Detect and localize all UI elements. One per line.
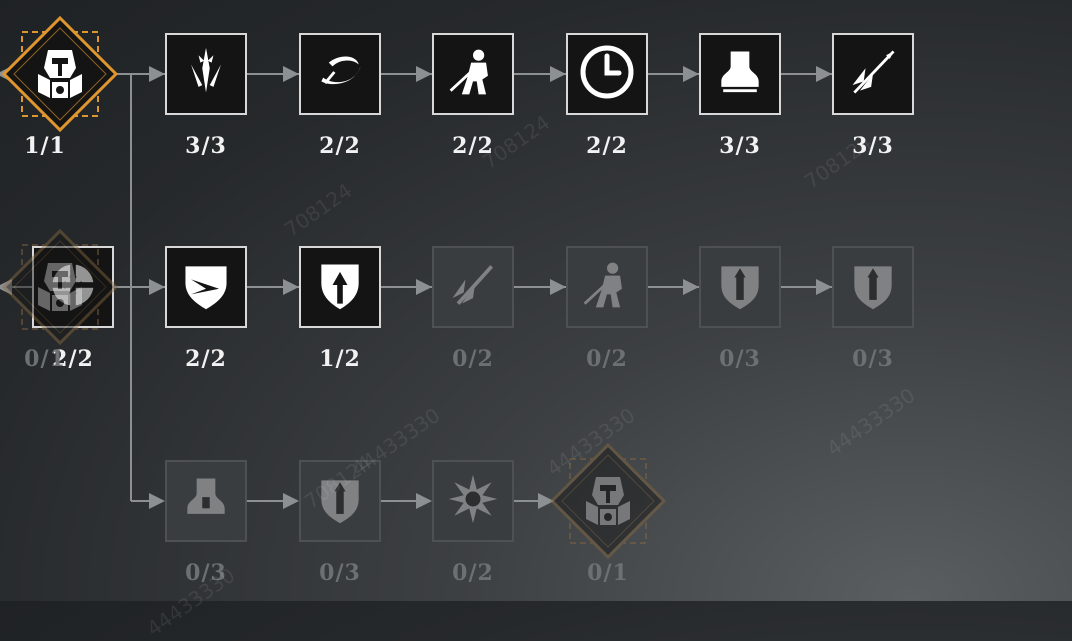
shield-tower-icon xyxy=(712,257,768,317)
skill-node[interactable] xyxy=(165,460,247,542)
shield-arrow-icon xyxy=(312,257,368,317)
rank-label: 1/2 xyxy=(319,346,361,372)
capstone-node[interactable] xyxy=(548,441,668,561)
skill-tree: 2/2 3/3 2/2 2/2 2/2 3/3 3/3 1/1 2/2 1/2 0/2 0/2 0/3… xyxy=(0,14,920,586)
skill-node[interactable] xyxy=(699,33,781,115)
rank-label: 2/2 xyxy=(319,133,361,159)
rank-label: 3/3 xyxy=(719,133,761,159)
watermark: 708124 xyxy=(280,178,357,242)
rank-label: 3/3 xyxy=(185,133,227,159)
rank-label: 2/2 xyxy=(185,346,227,372)
triple-blade-icon xyxy=(178,44,234,104)
rank-label: 0/2 xyxy=(452,346,494,372)
rank-label: 0/1 xyxy=(587,560,629,586)
skill-node[interactable] xyxy=(432,460,514,542)
crescent-slash-icon xyxy=(312,44,368,104)
skill-node[interactable] xyxy=(299,33,381,115)
rank-label: 1/1 xyxy=(24,133,66,159)
skill-node[interactable] xyxy=(299,246,381,328)
rank-label: 0/2 xyxy=(586,346,628,372)
blade-volley-icon xyxy=(445,257,501,317)
skill-node[interactable] xyxy=(432,246,514,328)
skill-node[interactable] xyxy=(32,246,114,328)
rank-label: 0/3 xyxy=(852,346,894,372)
bell-icon xyxy=(712,44,768,104)
bell-lock-icon xyxy=(178,471,234,531)
capstone-node[interactable] xyxy=(0,14,120,134)
skill-node[interactable] xyxy=(832,246,914,328)
capstone-node[interactable] xyxy=(0,227,120,347)
armored-knight-icon xyxy=(30,257,90,321)
skill-node[interactable] xyxy=(832,33,914,115)
rank-label: 0/3 xyxy=(185,560,227,586)
skill-node[interactable] xyxy=(299,460,381,542)
rank-label: 0/1 xyxy=(24,346,66,372)
cross-emblem-icon xyxy=(45,257,101,317)
skill-node[interactable] xyxy=(165,33,247,115)
shield-wing-icon xyxy=(178,257,234,317)
skill-node[interactable] xyxy=(566,246,648,328)
rank-label: 2/2 xyxy=(452,133,494,159)
skill-node[interactable] xyxy=(165,246,247,328)
armored-knight-icon xyxy=(30,44,90,108)
rank-label: 0/2 xyxy=(452,560,494,586)
rank-label: 2/2 xyxy=(586,133,628,159)
watermark: 44433330 xyxy=(822,382,920,462)
rank-label: 0/3 xyxy=(719,346,761,372)
burst-strike-icon xyxy=(445,471,501,531)
rank-label: 2/2 xyxy=(52,346,94,372)
spear-volley-icon xyxy=(845,44,901,104)
shield-tower-icon xyxy=(312,471,368,531)
clock-icon xyxy=(577,42,637,106)
rank-label: 0/3 xyxy=(319,560,361,586)
skill-node[interactable] xyxy=(432,33,514,115)
armored-knight-icon xyxy=(578,471,638,535)
shield-tower-icon xyxy=(845,257,901,317)
warrior-lunge-icon xyxy=(579,257,635,317)
rank-label: 3/3 xyxy=(852,133,894,159)
skill-node[interactable] xyxy=(699,246,781,328)
skill-node[interactable] xyxy=(566,33,648,115)
warrior-lunge-icon xyxy=(445,44,501,104)
